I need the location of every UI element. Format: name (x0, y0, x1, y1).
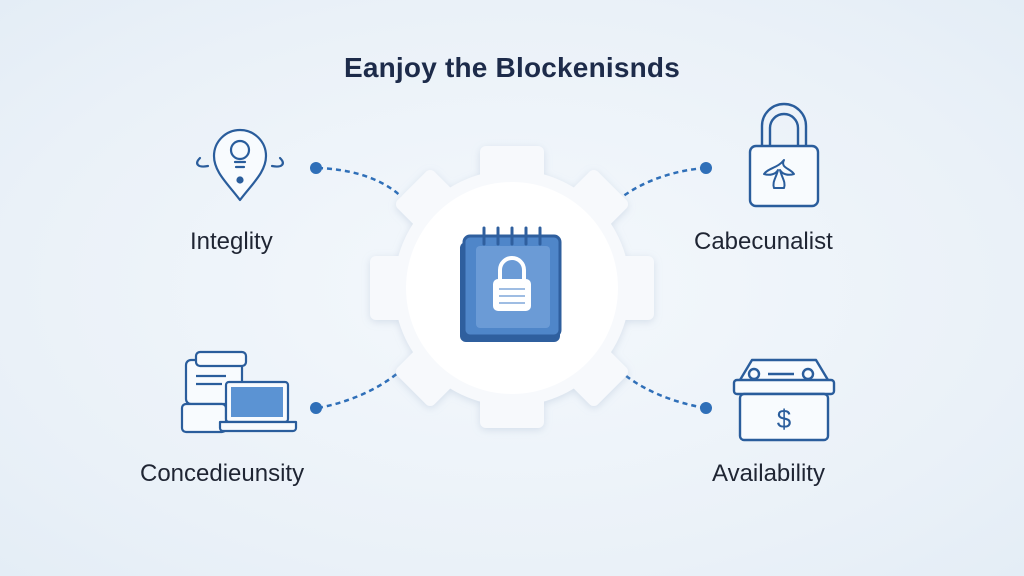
connector-endpoints (310, 162, 712, 414)
node-label-top-right: Cabecunalist (694, 228, 833, 255)
location-pin-bulb-icon (196, 128, 284, 202)
endpoint-top-right (700, 162, 712, 174)
endpoint-bottom-right (700, 402, 712, 414)
node-label-top-left: Integlity (190, 228, 273, 255)
node-label-bottom-right: Availability (712, 460, 825, 487)
padlock-icon (748, 102, 820, 208)
diagram-title: Eanjoy the Blockenisnds (343, 52, 681, 83)
locked-notebook-icon (460, 226, 562, 342)
laptop-documents-icon (180, 350, 298, 434)
gear (370, 146, 654, 428)
dollar-box-icon: $ (732, 358, 836, 442)
endpoint-top-left (310, 162, 322, 174)
svg-text:$: $ (777, 404, 792, 434)
endpoint-bottom-left (310, 402, 322, 414)
node-label-bottom-left: Concedieunsity (140, 460, 305, 487)
